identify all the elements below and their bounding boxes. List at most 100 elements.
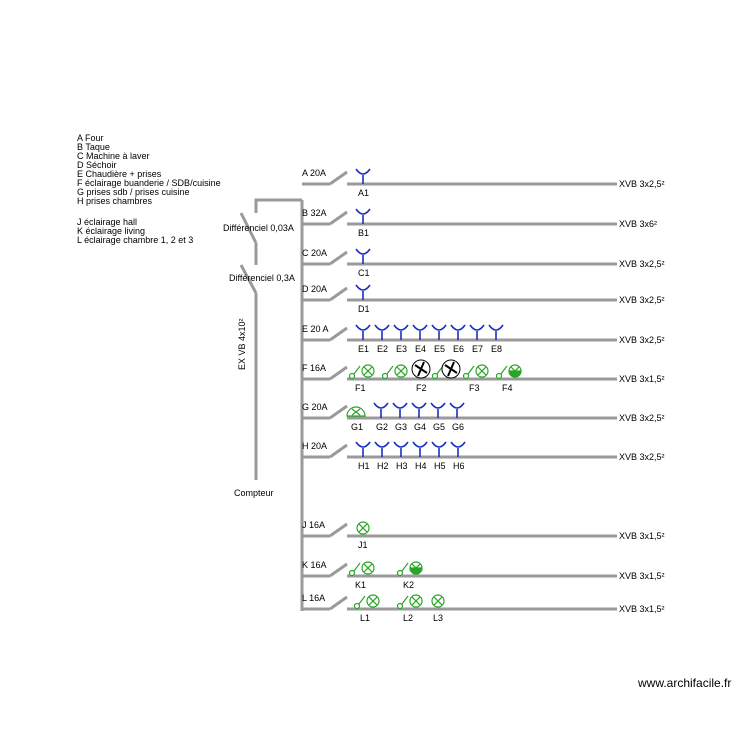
cable-label: XVB 3x2,5² [619,335,665,345]
device-socket: G3 [392,402,408,432]
breaker-contact [329,250,348,266]
device-switch-lamp: F3 [462,364,489,393]
socket-arc [374,324,390,331]
device-socket: E1 [355,324,371,354]
breaker-label: C 20A [302,248,327,258]
device-switch-lamp: K1 [348,561,375,590]
socket-arc [355,441,371,448]
socket-icon [488,324,504,340]
switch-icon [396,595,409,610]
device-lamp: J1 [356,521,370,550]
socket-arc [355,324,371,331]
legend-line: J éclairage hall [77,217,137,227]
lamp-icon [356,521,370,535]
lamp-circle [508,364,522,378]
lamp-fill [409,567,423,575]
device-socket: G6 [449,402,465,432]
device-label: G6 [452,422,464,432]
differential-switch-2 [239,264,258,294]
switch-icon [462,365,475,380]
lamp-cross [396,366,406,376]
lamp-fill [508,370,522,378]
device-label: L2 [403,613,413,623]
lamp-icon [361,364,375,378]
switch-icon [381,365,394,380]
main-cable-label: EX VB 4x10² [237,318,247,370]
socket-icon [430,402,446,418]
legend-line: D Séchoir [77,160,117,170]
socket-arc [449,402,465,409]
device-label: A1 [358,188,369,198]
switch-pivot [353,602,361,610]
legend-line: C Machine à laver [77,151,150,161]
socket-icon [393,441,409,457]
socket-icon [374,324,390,340]
differential-switch-1 [239,212,258,244]
device-socket: H1 [355,441,371,471]
switch-pivot [431,372,439,380]
device-label: E5 [434,344,445,354]
circuit-d: D 20A XVB 3x2,5² D1 [302,284,665,314]
dome-mark [351,408,361,416]
device-label: G5 [433,422,445,432]
fan-icon [411,359,431,379]
differential-label-1: Différenciel 0,03A [223,223,294,233]
device-label: E3 [396,344,407,354]
socket-arc [411,402,427,409]
socket-arc [355,284,371,291]
socket-arc [374,441,390,448]
socket-arc [469,324,485,331]
breaker-contact [329,562,348,578]
switch-lever [401,562,409,572]
socket-arc [392,402,408,409]
socket-icon [355,441,371,457]
device-switch-lamp: F1 [348,364,375,393]
switch-lever [358,595,366,605]
device-label: K1 [355,580,366,590]
watermark: www.archifacile.fr [637,676,731,690]
socket-arc [488,324,504,331]
lamp-half-icon [508,364,522,378]
device-label: E4 [415,344,426,354]
fan-blades [444,361,458,377]
socket-icon [355,324,371,340]
socket-icon [355,168,371,184]
socket-icon [393,324,409,340]
lamp-half-icon [409,561,423,575]
device-label: H4 [415,461,427,471]
device-socket: H6 [450,441,466,471]
breaker-label: L 16A [302,593,325,603]
breaker-contact [329,210,348,226]
socket-icon [355,208,371,224]
device-label: L1 [360,613,370,623]
device-label: G3 [395,422,407,432]
cable-label: XVB 3x2,5² [619,295,665,305]
socket-icon [431,324,447,340]
device-socket: D1 [355,284,371,314]
breaker-contact [329,522,348,538]
device-label: L3 [433,613,443,623]
breaker-contact [329,170,348,186]
switch-lever [353,562,361,572]
switch-icon [431,365,444,380]
breaker-contact [329,365,348,381]
main-supply [239,198,304,611]
device-switch-lamp: L1 [353,594,380,623]
lamp-cross [411,563,421,573]
device-socket: E5 [431,324,447,354]
switch-icon [495,365,508,380]
device-socket: G2 [373,402,389,432]
device-label: E1 [358,344,369,354]
socket-icon [412,324,428,340]
breaker-label: D 20A [302,284,327,294]
breaker-contact [329,595,348,611]
lamp-icon [366,594,380,608]
socket-icon [373,402,389,418]
